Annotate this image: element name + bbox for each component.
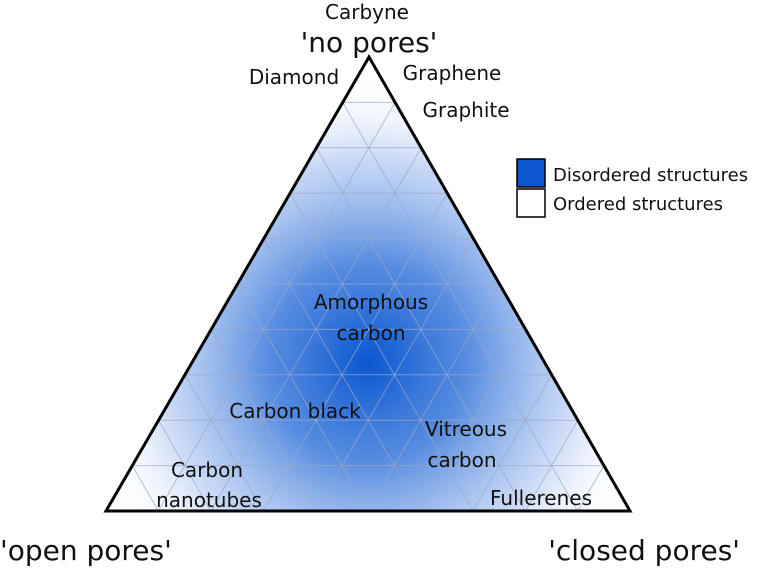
label-vitreous-carbon-line2: carbon <box>427 448 496 472</box>
label-amorphous-carbon-line2: carbon <box>336 321 405 345</box>
legend-label-disordered: Disordered structures <box>553 165 748 186</box>
grid-line <box>210 147 422 511</box>
triangular-grid <box>131 101 605 511</box>
grid-line <box>315 147 526 511</box>
label-carbyne: Carbyne <box>325 0 409 24</box>
grid-line <box>237 283 369 511</box>
legend-swatch-disordered <box>516 158 546 188</box>
grid-line <box>342 102 579 511</box>
label-amorphous-carbon-line1: Amorphous <box>314 290 428 314</box>
corner-label-closed-pores: 'closed pores' <box>548 534 740 567</box>
label-fullerenes: Fullerenes <box>490 486 592 510</box>
label-graphite: Graphite <box>422 98 509 122</box>
label-carbon-nanotubes-line1: Carbon <box>171 458 243 482</box>
grid-line <box>367 283 500 511</box>
label-graphene: Graphene <box>403 61 502 85</box>
corner-label-open-pores: 'open pores' <box>0 534 172 567</box>
grid-line <box>472 374 553 511</box>
legend: Disordered structures Ordered structures <box>516 158 748 218</box>
triangle-outline <box>103 53 633 513</box>
label-carbon-black: Carbon black <box>229 399 361 423</box>
grid-line <box>131 465 159 511</box>
grid-line <box>577 465 605 511</box>
label-diamond: Diamond <box>249 65 339 89</box>
label-vitreous-carbon-line1: Vitreous <box>425 417 507 441</box>
label-carbon-nanotubes-line2: nanotubes <box>156 488 262 512</box>
legend-label-ordered: Ordered structures <box>553 194 723 215</box>
grid-line <box>157 102 396 511</box>
grid-line <box>262 192 448 511</box>
legend-swatch-ordered <box>516 188 546 218</box>
grid-line <box>289 192 474 511</box>
grid-line <box>184 374 264 511</box>
corner-label-no-pores: 'no pores' <box>301 26 438 59</box>
